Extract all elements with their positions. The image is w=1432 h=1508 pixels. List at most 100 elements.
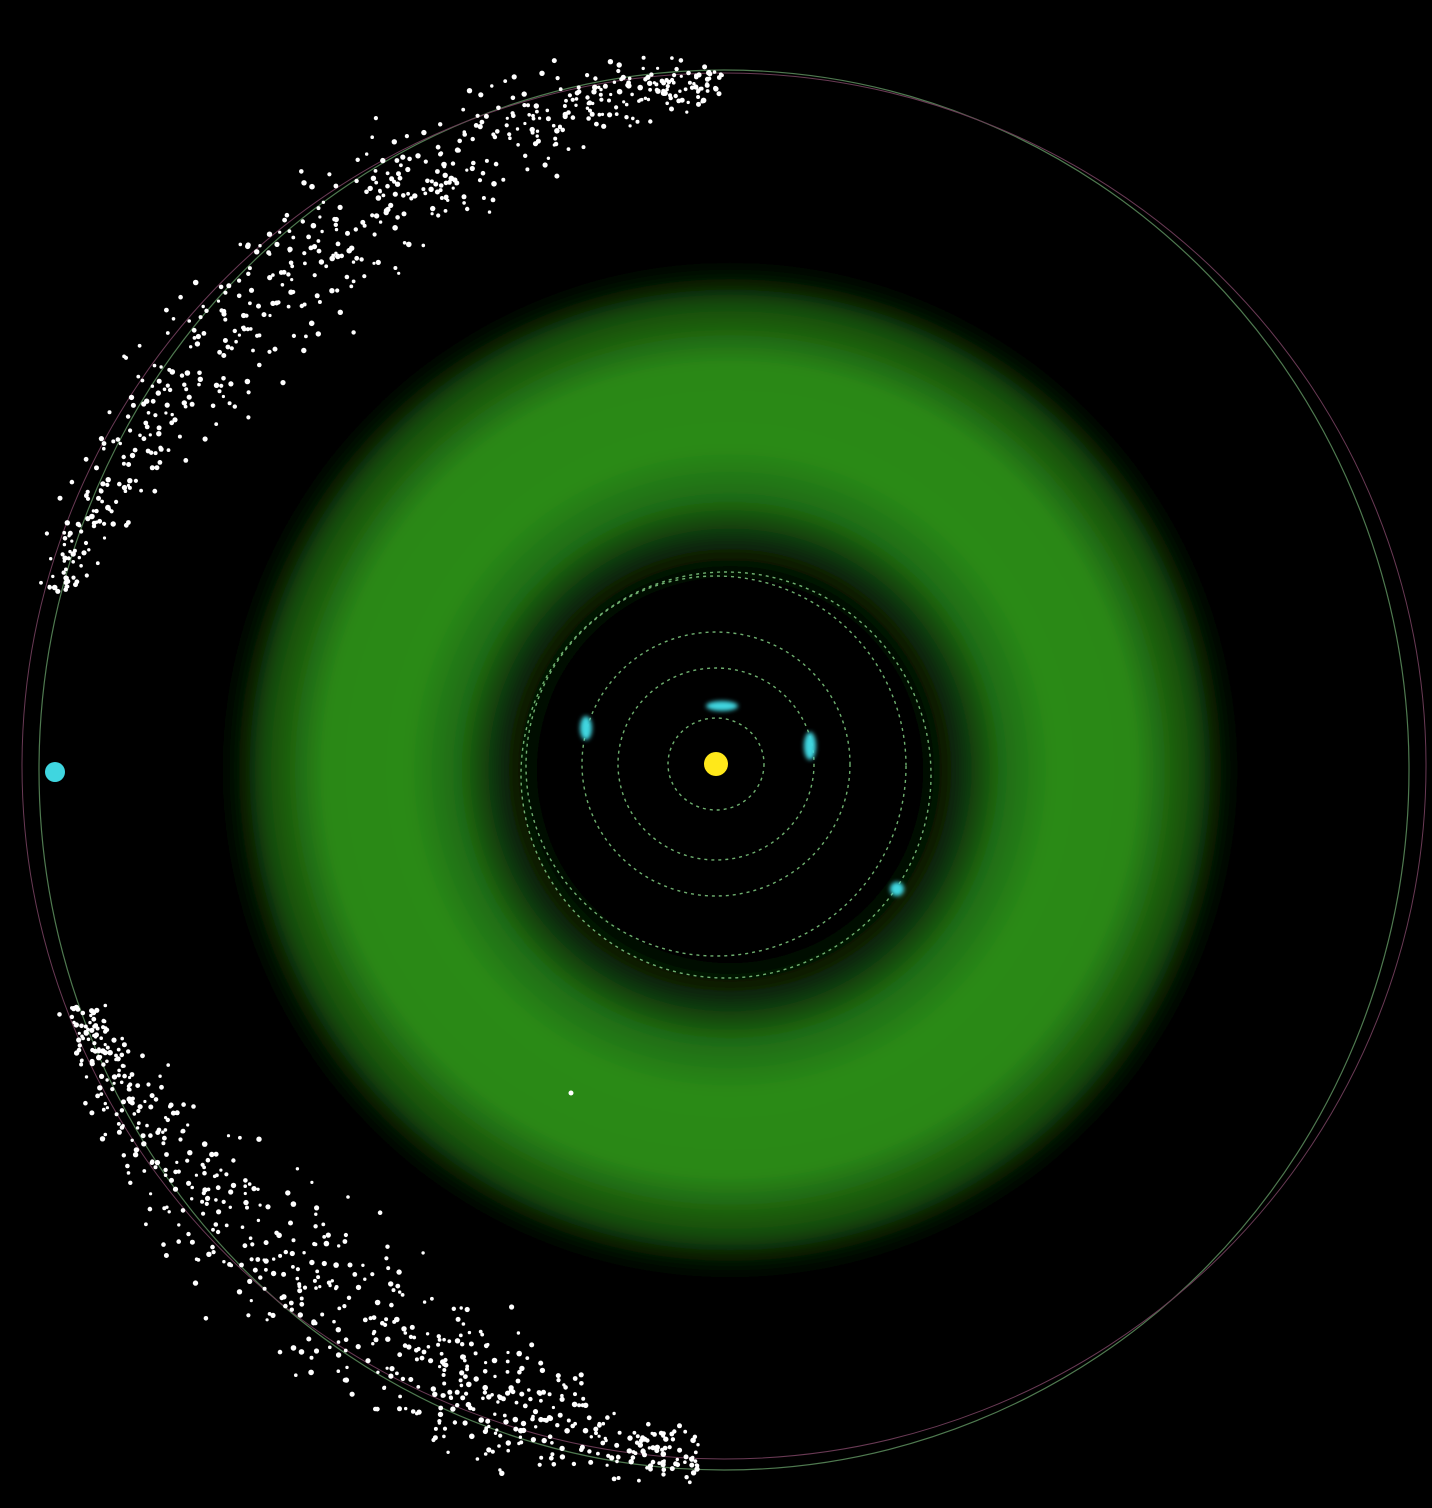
trojan-asteroid xyxy=(67,534,71,538)
trojan-asteroid xyxy=(150,398,156,404)
trojan-asteroid xyxy=(245,327,250,332)
trojan-asteroid xyxy=(372,1329,377,1334)
trojan-asteroid xyxy=(177,1223,181,1227)
trojan-asteroid xyxy=(163,1167,168,1173)
trojan-asteroid xyxy=(496,105,501,111)
trojan-asteroid xyxy=(683,1429,688,1434)
trojan-asteroid xyxy=(484,158,489,163)
trojan-asteroid xyxy=(246,271,251,276)
trojan-asteroid xyxy=(112,1081,116,1085)
sun xyxy=(704,752,728,776)
trojan-asteroid xyxy=(371,1315,377,1320)
outer-orbits xyxy=(21,69,1427,1471)
trojan-asteroid xyxy=(152,488,158,494)
trojan-asteroid xyxy=(123,355,129,360)
trojan-asteroid xyxy=(176,1239,181,1244)
trojan-asteroid xyxy=(120,1063,125,1068)
trojan-asteroid xyxy=(506,1350,510,1355)
trojan-asteroid xyxy=(533,103,539,109)
trojan-asteroid xyxy=(221,1199,226,1204)
trojan-asteroid xyxy=(129,452,136,459)
trojan-asteroid xyxy=(594,121,599,127)
trojan-asteroid xyxy=(320,1312,325,1317)
trojan-asteroid xyxy=(656,66,660,70)
trojan-asteroid xyxy=(462,132,468,137)
trojan-asteroid xyxy=(105,1106,109,1110)
trojan-asteroid xyxy=(271,273,275,277)
trojan-asteroid xyxy=(105,1045,110,1050)
trojan-asteroid xyxy=(121,1153,127,1158)
trojan-asteroid xyxy=(481,1396,485,1401)
trojan-asteroid xyxy=(83,456,89,462)
trojan-asteroid xyxy=(437,1419,442,1424)
trojan-asteroid xyxy=(119,1080,124,1085)
trojan-asteroid xyxy=(155,390,161,396)
trojan-asteroid xyxy=(654,1448,660,1454)
trojan-asteroid xyxy=(510,1389,516,1395)
trojan-asteroid xyxy=(183,458,189,463)
trojan-asteroid xyxy=(466,1381,472,1388)
trojan-asteroid xyxy=(141,1141,147,1147)
trojan-asteroid xyxy=(439,196,444,200)
trojan-asteroid xyxy=(477,124,483,130)
trojan-asteroid xyxy=(256,1218,261,1223)
trojan-asteroid xyxy=(562,111,568,118)
trojan-asteroid xyxy=(430,212,434,216)
trojan-asteroid xyxy=(157,460,163,465)
trojan-asteroid xyxy=(162,387,167,392)
trojan-asteroid xyxy=(449,1396,454,1400)
trojan-asteroid xyxy=(557,1412,563,1418)
trojan-asteroid xyxy=(277,1349,283,1355)
trojan-asteroid xyxy=(535,109,539,114)
trojan-asteroid xyxy=(214,1198,218,1202)
trojan-asteroid xyxy=(588,1459,594,1465)
trojan-asteroid xyxy=(224,1172,229,1177)
trojan-asteroid xyxy=(138,433,142,438)
trojan-asteroid xyxy=(609,92,613,97)
trojan-asteroid xyxy=(111,1037,117,1043)
trojan-asteroid xyxy=(300,219,305,224)
trojan-asteroid xyxy=(646,97,651,102)
trojan-asteroid xyxy=(85,496,91,501)
trojan-asteroid xyxy=(85,516,91,522)
trojan-asteroid xyxy=(261,312,267,318)
trojan-asteroid xyxy=(503,1419,509,1425)
trojan-asteroid xyxy=(566,147,571,152)
trojan-asteroid xyxy=(554,173,560,179)
trojan-asteroid xyxy=(458,1333,463,1338)
trojan-asteroid xyxy=(485,1418,491,1424)
trojan-asteroid xyxy=(718,72,723,77)
trojan-asteroid xyxy=(114,1057,118,1062)
trojan-asteroid xyxy=(461,1354,465,1359)
trojan-asteroid xyxy=(459,1306,463,1310)
trojan-asteroid xyxy=(462,201,466,205)
trojan-asteroid xyxy=(678,58,684,63)
trojan-asteroid xyxy=(196,1258,201,1262)
trojan-asteroid xyxy=(683,87,688,92)
trojan-asteroid xyxy=(167,1210,171,1214)
trojan-asteroid xyxy=(226,1134,231,1138)
trojan-asteroid xyxy=(306,1336,312,1342)
trojan-asteroid xyxy=(628,1459,634,1465)
trojan-asteroid xyxy=(459,1370,465,1376)
trojan-asteroid xyxy=(437,1338,442,1342)
trojan-asteroid xyxy=(314,1205,320,1211)
trojan-asteroid xyxy=(477,178,483,183)
trojan-asteroid xyxy=(617,1430,622,1435)
trojan-asteroid xyxy=(562,104,567,108)
trojan-asteroid xyxy=(314,1212,318,1216)
trojan-asteroid xyxy=(311,1319,317,1325)
trojan-asteroid xyxy=(645,1466,649,1470)
trojan-asteroid xyxy=(660,1459,666,1466)
trojan-asteroid xyxy=(135,1126,140,1130)
trojan-asteroid xyxy=(186,1231,191,1237)
trojan-asteroid xyxy=(685,110,689,114)
trojan-asteroid xyxy=(385,206,391,213)
trojan-asteroid xyxy=(161,1141,166,1146)
trojan-asteroid xyxy=(490,1449,495,1454)
trojan-asteroid xyxy=(213,382,220,388)
trojan-asteroid xyxy=(309,183,315,190)
trojan-asteroid xyxy=(333,1262,339,1268)
trojan-asteroid xyxy=(716,75,722,80)
trojan-asteroid xyxy=(224,1223,229,1228)
